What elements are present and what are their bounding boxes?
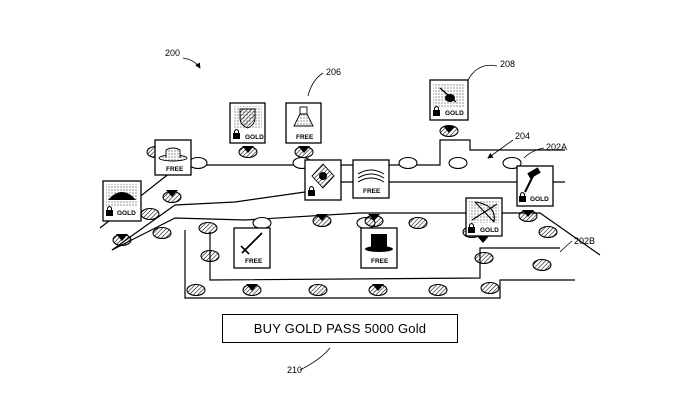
ref-204: 204 (515, 131, 530, 141)
ref-figure: 200 (165, 48, 180, 58)
node-hatched (474, 251, 494, 265)
lower-lane (111, 212, 601, 299)
tile-label: FREE (363, 188, 381, 195)
tile-connectors (116, 126, 534, 291)
bow-arrow-icon (471, 201, 498, 223)
tile-label: GOLD (245, 134, 264, 141)
node-hatched (152, 226, 172, 240)
reward-tile-tophat[interactable]: FREE (360, 227, 398, 269)
reward-tile-bow[interactable]: GOLD (465, 197, 503, 237)
node (398, 156, 418, 170)
reward-tile-bug[interactable]: GOLD (429, 79, 469, 121)
ornament-icon (311, 163, 335, 189)
reward-tile-pirate[interactable]: GOLD (102, 180, 142, 222)
ref-202b: 202B (574, 236, 595, 246)
node-hatched (428, 283, 448, 297)
potion-flask-icon (293, 106, 314, 127)
sword-icon (240, 232, 263, 255)
padlock-icon (308, 186, 315, 196)
padlock-icon (433, 106, 440, 116)
tile-label: FREE (245, 258, 263, 265)
ref-202a: 202A (546, 142, 567, 152)
node-hatched (538, 225, 558, 239)
node-hatched (198, 221, 218, 235)
reward-tile-sword[interactable]: FREE (233, 227, 271, 269)
reward-tile-shield[interactable]: GOLD (229, 102, 266, 144)
tile-label: FREE (296, 134, 314, 141)
tile-label: FREE (166, 166, 184, 173)
reward-tile-ornament[interactable] (304, 159, 342, 201)
padlock-icon (468, 223, 475, 233)
node (188, 156, 208, 170)
tile-label: FREE (371, 258, 389, 265)
node-hatched (480, 281, 500, 295)
reward-tile-hat[interactable]: FREE (154, 139, 192, 176)
node-hatched (408, 216, 428, 230)
hammer-icon (524, 167, 541, 193)
padlock-icon (233, 129, 240, 139)
tile-label: GOLD (117, 210, 136, 217)
cake-icon (357, 169, 385, 183)
reward-tile-potion[interactable]: FREE (285, 102, 322, 144)
pirate-hat-icon (108, 192, 136, 200)
padlock-icon (519, 192, 526, 202)
reference-numerals: 200 206 208 204 202A 202B 210 (165, 48, 595, 375)
reward-tile-hammer[interactable]: GOLD (516, 165, 554, 207)
reward-tile-cake[interactable]: FREE (352, 159, 390, 199)
node-hatched (308, 283, 328, 297)
node-hatched (200, 249, 220, 263)
shield-icon (239, 108, 256, 129)
tile-label: GOLD (480, 227, 499, 234)
node (252, 216, 272, 230)
padlock-icon (106, 206, 113, 216)
node-hatched (140, 207, 160, 221)
node (448, 156, 468, 170)
fedora-hat-icon (158, 147, 188, 162)
node-hatched (186, 283, 206, 297)
ref-210: 210 (287, 365, 302, 375)
tile-label: GOLD (530, 196, 549, 203)
ref-206: 206 (326, 67, 341, 77)
ref-208: 208 (500, 59, 515, 69)
top-hat-icon (365, 234, 393, 252)
bug-icon (439, 87, 457, 103)
buy-gold-pass-button[interactable]: BUY GOLD PASS 5000 Gold (222, 314, 458, 343)
node-hatched (532, 258, 552, 272)
tile-label: GOLD (445, 110, 464, 117)
